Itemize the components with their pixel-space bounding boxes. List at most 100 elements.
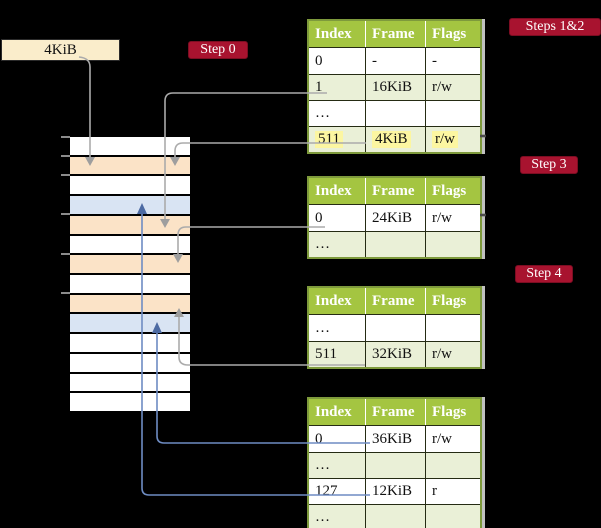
memory-row-white <box>70 391 190 412</box>
badge-steps-1-2-label: Steps 1&2 <box>525 19 585 34</box>
memory-tick <box>61 174 70 176</box>
cell-index: 127 <box>309 479 366 504</box>
table-header: Index Frame Flags <box>309 21 480 48</box>
header-frame: Frame <box>366 399 426 425</box>
cell-index: 0 <box>309 48 366 74</box>
cell-frame <box>366 232 426 257</box>
table-row: … <box>309 504 480 528</box>
header-index: Index <box>309 178 366 204</box>
cell-flags: r/w <box>432 79 452 95</box>
cell-frame: 4KiB <box>366 127 426 152</box>
memory-row-white <box>70 137 190 155</box>
table-row: 511 32KiB r/w <box>309 341 480 367</box>
cell-index: 0 <box>309 426 366 452</box>
table-row: 1 16KiB r/w <box>309 74 480 100</box>
table-row: 0 36KiB r/w <box>309 426 480 452</box>
cell-flags: r/w <box>432 346 452 362</box>
badge-step-0: Step 0 <box>188 41 248 59</box>
cell-frame <box>366 315 426 341</box>
cell-frame: 32KiB <box>366 342 426 367</box>
badge-step-0-label: Step 0 <box>200 42 236 57</box>
memory-row-white <box>70 371 190 392</box>
table-row: 0 - - <box>309 48 480 74</box>
cell-flags <box>426 232 480 257</box>
table-row: … <box>309 452 480 478</box>
badge-step-4: Step 4 <box>515 265 573 283</box>
cell-index: 511 <box>309 342 366 367</box>
table-header: Index Frame Flags <box>309 288 480 315</box>
badge-step-3-label: Step 3 <box>531 157 567 172</box>
header-flags: Flags <box>432 25 467 42</box>
memory-row-peach <box>70 292 190 313</box>
cell-index: … <box>309 453 366 478</box>
table-row: … <box>309 315 480 341</box>
memory-tick <box>61 213 70 215</box>
badge-steps-1-2: Steps 1&2 <box>509 18 601 36</box>
cell-index: 511 <box>309 127 366 152</box>
table-row: 127 12KiB r <box>309 478 480 504</box>
cell-frame: - <box>366 48 426 74</box>
cell-flags: r/w <box>432 430 452 447</box>
cell-flags: r/w <box>432 209 452 226</box>
physical-memory <box>70 137 190 412</box>
cell-frame: 12KiB <box>366 479 426 504</box>
header-frame: Frame <box>366 288 426 314</box>
table-row-highlighted: 511 4KiB r/w <box>309 126 480 152</box>
cell-index: 1 <box>309 75 366 100</box>
memory-row-peach <box>70 253 190 274</box>
memory-row-white <box>70 233 190 254</box>
memory-row-white <box>70 174 190 195</box>
cell-frame: 36KiB <box>366 426 426 452</box>
cell-frame: 24KiB <box>366 205 426 231</box>
cell-index: 0 <box>309 205 366 231</box>
header-index: Index <box>309 21 366 47</box>
cell-flags <box>426 101 480 126</box>
memory-row-peach <box>70 213 190 234</box>
page-table-3: Index Frame Flags … 511 32KiB r/w <box>307 286 482 369</box>
page-table-1: Index Frame Flags 0 - - 1 16KiB r/w … 51… <box>307 19 482 154</box>
table-header: Index Frame Flags <box>309 399 480 426</box>
cell-flags: r/w <box>426 127 480 152</box>
cell-index: … <box>309 101 366 126</box>
header-flags: Flags <box>432 403 467 420</box>
page-table-2: Index Frame Flags 0 24KiB r/w … <box>307 176 482 259</box>
cell-flags <box>426 315 480 341</box>
highlighted-value: 4KiB <box>372 131 411 148</box>
badge-step-3: Step 3 <box>520 156 578 174</box>
header-flags: Flags <box>432 182 467 199</box>
highlighted-value: r/w <box>432 131 458 148</box>
cell-frame <box>366 505 426 528</box>
cell-index: … <box>309 505 366 528</box>
header-frame: Frame <box>366 178 426 204</box>
highlighted-value: 511 <box>315 131 343 148</box>
memory-tick <box>61 253 70 255</box>
page-table-4: Index Frame Flags 0 36KiB r/w … 127 12Ki… <box>307 397 482 528</box>
cell-frame <box>366 101 426 126</box>
page-size-box: 4KiB <box>1 39 120 61</box>
cell-index: … <box>309 315 366 341</box>
header-index: Index <box>309 288 366 314</box>
table-row: … <box>309 231 480 257</box>
cell-flags <box>426 505 480 528</box>
memory-row-white <box>70 351 190 372</box>
page-size-label: 4KiB <box>44 41 77 58</box>
arrow-pt2-row0-to-memory <box>177 226 325 254</box>
cell-flags: - <box>432 52 437 69</box>
cell-index: … <box>309 232 366 257</box>
cell-frame: 16KiB <box>366 75 426 100</box>
memory-tick <box>61 292 70 294</box>
memory-row-white <box>70 332 190 352</box>
memory-row-white <box>70 273 190 293</box>
memory-row-peach <box>70 154 190 175</box>
header-index: Index <box>309 399 366 425</box>
memory-row-blue <box>70 194 190 214</box>
table-row: … <box>309 100 480 126</box>
memory-tick <box>61 136 70 138</box>
table-row: 0 24KiB r/w <box>309 205 480 231</box>
table-header: Index Frame Flags <box>309 178 480 205</box>
header-frame: Frame <box>366 21 426 47</box>
cell-flags: r <box>432 483 437 499</box>
badge-step-4-label: Step 4 <box>526 266 562 281</box>
cell-frame <box>366 453 426 478</box>
